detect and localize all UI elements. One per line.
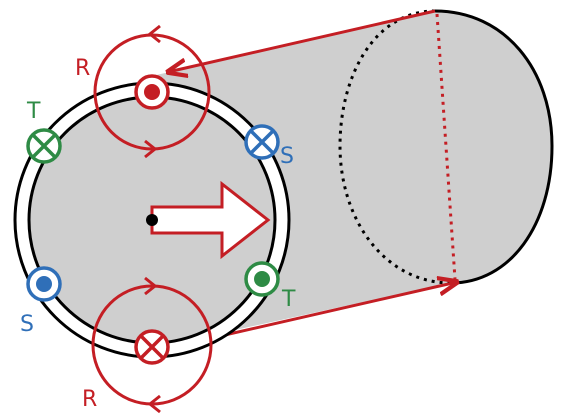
conductor-s-right [244,124,280,160]
label-t-left: T [26,99,41,124]
conductor-r-bottom [134,329,170,365]
cylinder-hidden-arc [338,9,452,285]
r-top-arrow-lower [144,139,158,159]
label-t-right: T [281,287,296,312]
cylinder-end-outline [434,9,554,285]
red-top-edge-arrow [168,9,436,72]
conductor-s-left [26,266,62,302]
r-bottom-arrow-upper [144,276,158,296]
rotation-direction-arrow [150,180,271,260]
center-point [146,214,158,226]
conductor-t-left [26,128,62,164]
r-bottom-arrow-lower [147,394,161,414]
conductor-r-top [134,74,170,110]
label-s-left: S [20,312,34,337]
label-s-right: S [280,144,294,169]
r-top-arrow-upper [147,24,161,44]
label-r-bottom: R [82,387,97,412]
label-r-top: R [75,56,90,81]
conductor-t-right [244,261,280,297]
